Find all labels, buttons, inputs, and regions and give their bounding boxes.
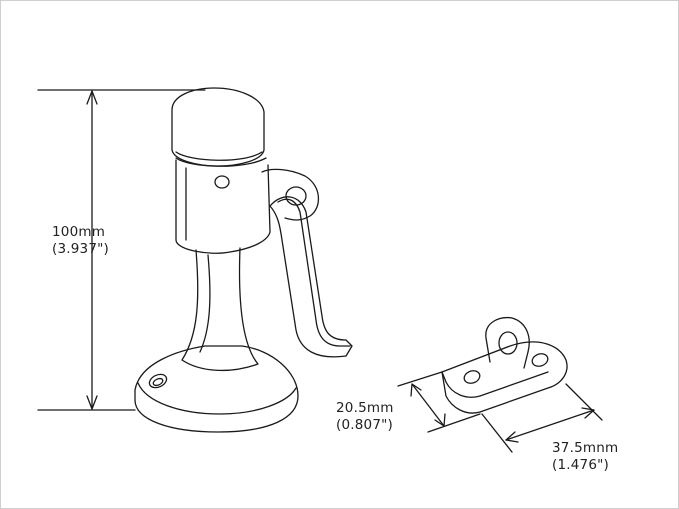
bracket-pivot: [285, 186, 307, 206]
length-extension-right: [565, 383, 603, 421]
width-arrow-bottom: [434, 413, 446, 427]
hook-wire: [277, 198, 351, 347]
length-arrow-left: [505, 431, 519, 443]
length-label: 37.5mnm (1.476"): [552, 440, 618, 474]
rubber-cap: [171, 87, 265, 167]
strike-plate-edge: [441, 371, 549, 398]
height-arrow-bottom: [86, 395, 98, 410]
strike-plate-base: [441, 341, 568, 414]
height-label: 100mm (3.937"): [52, 224, 109, 258]
rubber-cap-band: [175, 151, 263, 161]
length-dimension-line: [505, 409, 595, 441]
length-metric: 37.5mnm: [552, 440, 619, 456]
door-stop-stem: [181, 247, 259, 372]
width-extension-top: [397, 371, 443, 387]
hook-bracket: [261, 168, 320, 221]
base-screw-hole: [148, 373, 168, 389]
strike-plate-screw-hole-left: [463, 370, 481, 384]
rubber-cap-band-2: [175, 157, 267, 167]
strike-plate: [441, 316, 568, 414]
width-dimension: [397, 371, 481, 433]
strike-plate-screw-hole-right: [531, 353, 549, 367]
length-extension-left: [481, 413, 513, 453]
height-dimension: [37, 89, 206, 411]
base-screw-hole-inner: [152, 377, 164, 387]
housing-screw: [214, 175, 230, 189]
strike-plate-loop: [485, 316, 530, 369]
door-stop-base: [134, 345, 299, 433]
length-arrow-right: [581, 407, 595, 419]
width-arrow-top: [410, 383, 422, 397]
length-dimension: [481, 383, 603, 453]
door-stop-base-rim: [137, 382, 297, 415]
length-imperial: (1.476"): [552, 457, 609, 473]
height-arrow-top: [86, 90, 98, 105]
width-dimension-line: [411, 383, 445, 427]
width-metric: 20.5mm: [336, 400, 394, 416]
door-stop-housing: [175, 159, 271, 254]
height-metric: 100mm: [52, 224, 106, 240]
height-imperial: (3.937"): [52, 241, 109, 257]
stem-highlight: [199, 254, 211, 353]
width-imperial: (0.807"): [336, 417, 393, 433]
hook-wire-outline: [269, 196, 353, 358]
door-stop: [134, 87, 353, 433]
strike-plate-loop-hole: [498, 331, 518, 355]
width-label: 20.5mm (0.807"): [336, 400, 394, 434]
width-extension-bottom: [427, 413, 481, 433]
